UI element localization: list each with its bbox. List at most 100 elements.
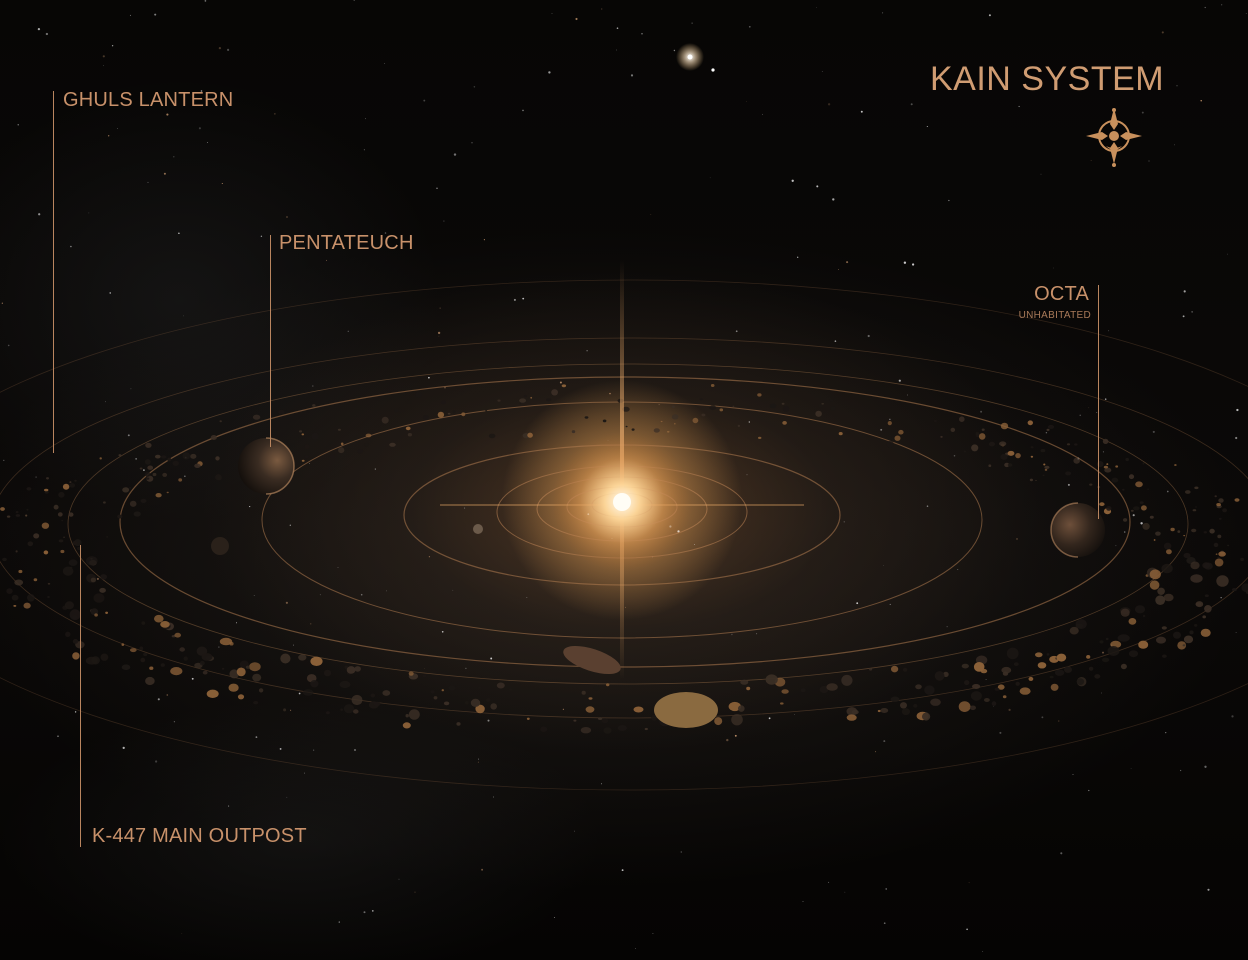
- central-star: [440, 260, 804, 680]
- background-star: [157, 698, 160, 701]
- background-star: [353, 0, 355, 1]
- asteroid: [1120, 663, 1127, 670]
- label-ghuls-lantern[interactable]: GHULS LANTERN: [63, 89, 234, 111]
- asteroid: [1162, 654, 1167, 658]
- background-star: [1016, 538, 1018, 540]
- asteroid: [497, 399, 501, 402]
- label-octa[interactable]: OCTA: [1034, 283, 1089, 305]
- background-star: [173, 721, 176, 723]
- background-star: [797, 256, 799, 258]
- background-star: [1102, 651, 1104, 654]
- asteroid: [118, 454, 122, 457]
- background-star: [441, 630, 444, 633]
- asteroid: [1183, 635, 1194, 644]
- asteroid: [57, 512, 63, 517]
- asteroid: [765, 674, 778, 685]
- background-star: [1235, 436, 1238, 440]
- asteroid: [633, 706, 644, 713]
- asteroid: [478, 686, 481, 689]
- asteroid: [666, 430, 670, 433]
- asteroid: [143, 652, 148, 657]
- asteroid: [1217, 534, 1222, 539]
- asteroid: [26, 508, 29, 511]
- asteroid: [1046, 653, 1050, 656]
- background-star: [398, 878, 400, 880]
- asteroid: [422, 415, 429, 420]
- asteroid: [6, 515, 11, 518]
- asteroid: [1101, 657, 1110, 663]
- background-star: [1204, 765, 1207, 768]
- planet-octa: [1050, 502, 1105, 558]
- background-star: [966, 928, 968, 931]
- asteroid: [585, 706, 595, 713]
- background-star: [980, 410, 983, 413]
- asteroid: [830, 406, 836, 411]
- background-star: [438, 335, 440, 337]
- asteroid: [310, 680, 319, 688]
- asteroid: [1065, 471, 1072, 476]
- background-star: [1204, 6, 1206, 9]
- background-star: [1141, 111, 1144, 114]
- background-star: [473, 86, 476, 88]
- asteroid: [598, 717, 603, 720]
- asteroid: [1089, 483, 1093, 486]
- asteroid: [26, 487, 32, 491]
- asteroid: [961, 663, 969, 669]
- asteroid: [1128, 650, 1139, 658]
- asteroid: [15, 514, 21, 517]
- background-star: [130, 388, 132, 390]
- asteroid: [930, 698, 941, 706]
- asteroid: [448, 685, 456, 691]
- asteroid: [129, 500, 137, 507]
- asteroid: [166, 491, 169, 494]
- asteroid: [601, 718, 609, 724]
- label-octa-status: UNHABITATED: [1018, 310, 1091, 321]
- background-star: [844, 891, 846, 893]
- asteroid: [155, 454, 161, 459]
- background-star: [423, 99, 426, 102]
- asteroid: [1185, 490, 1191, 494]
- asteroid: [1028, 676, 1034, 681]
- asteroid: [988, 441, 996, 447]
- background-star: [889, 418, 891, 420]
- asteroid: [1195, 506, 1197, 508]
- asteroid: [671, 414, 679, 420]
- asteroid: [408, 671, 414, 676]
- background-star: [748, 421, 750, 423]
- background-star: [883, 740, 886, 743]
- asteroid: [561, 384, 567, 388]
- asteroid: [354, 666, 361, 672]
- background-star: [1236, 408, 1239, 412]
- asteroid: [800, 688, 806, 693]
- asteroid: [437, 411, 445, 418]
- background-star: [968, 882, 970, 884]
- background-star: [586, 350, 588, 352]
- background-star: [843, 521, 845, 523]
- background-star: [1235, 632, 1237, 633]
- callout-line-k447: [80, 545, 81, 847]
- asteroid: [746, 686, 751, 691]
- asteroid: [651, 714, 658, 721]
- asteroid: [1157, 587, 1165, 595]
- background-star: [360, 593, 363, 596]
- asteroid: [603, 727, 612, 734]
- asteroid: [140, 657, 146, 663]
- asteroid: [64, 601, 74, 610]
- background-star: [1182, 315, 1185, 318]
- asteroid: [167, 457, 172, 462]
- label-k447-main-outpost[interactable]: K-447 MAIN OUTPOST: [92, 825, 307, 847]
- asteroid: [1222, 508, 1227, 513]
- asteroid: [1123, 518, 1128, 522]
- asteroid: [1166, 549, 1172, 555]
- asteroid: [302, 689, 314, 696]
- asteroid: [210, 435, 217, 440]
- background-star: [903, 261, 907, 264]
- asteroid: [0, 507, 5, 511]
- label-pentateuch[interactable]: PENTATEUCH: [279, 232, 414, 254]
- asteroid: [329, 453, 336, 459]
- asteroid: [894, 435, 901, 441]
- background-star: [553, 917, 555, 918]
- asteroid: [782, 421, 787, 425]
- asteroid: [1049, 675, 1054, 679]
- asteroid: [1006, 647, 1019, 660]
